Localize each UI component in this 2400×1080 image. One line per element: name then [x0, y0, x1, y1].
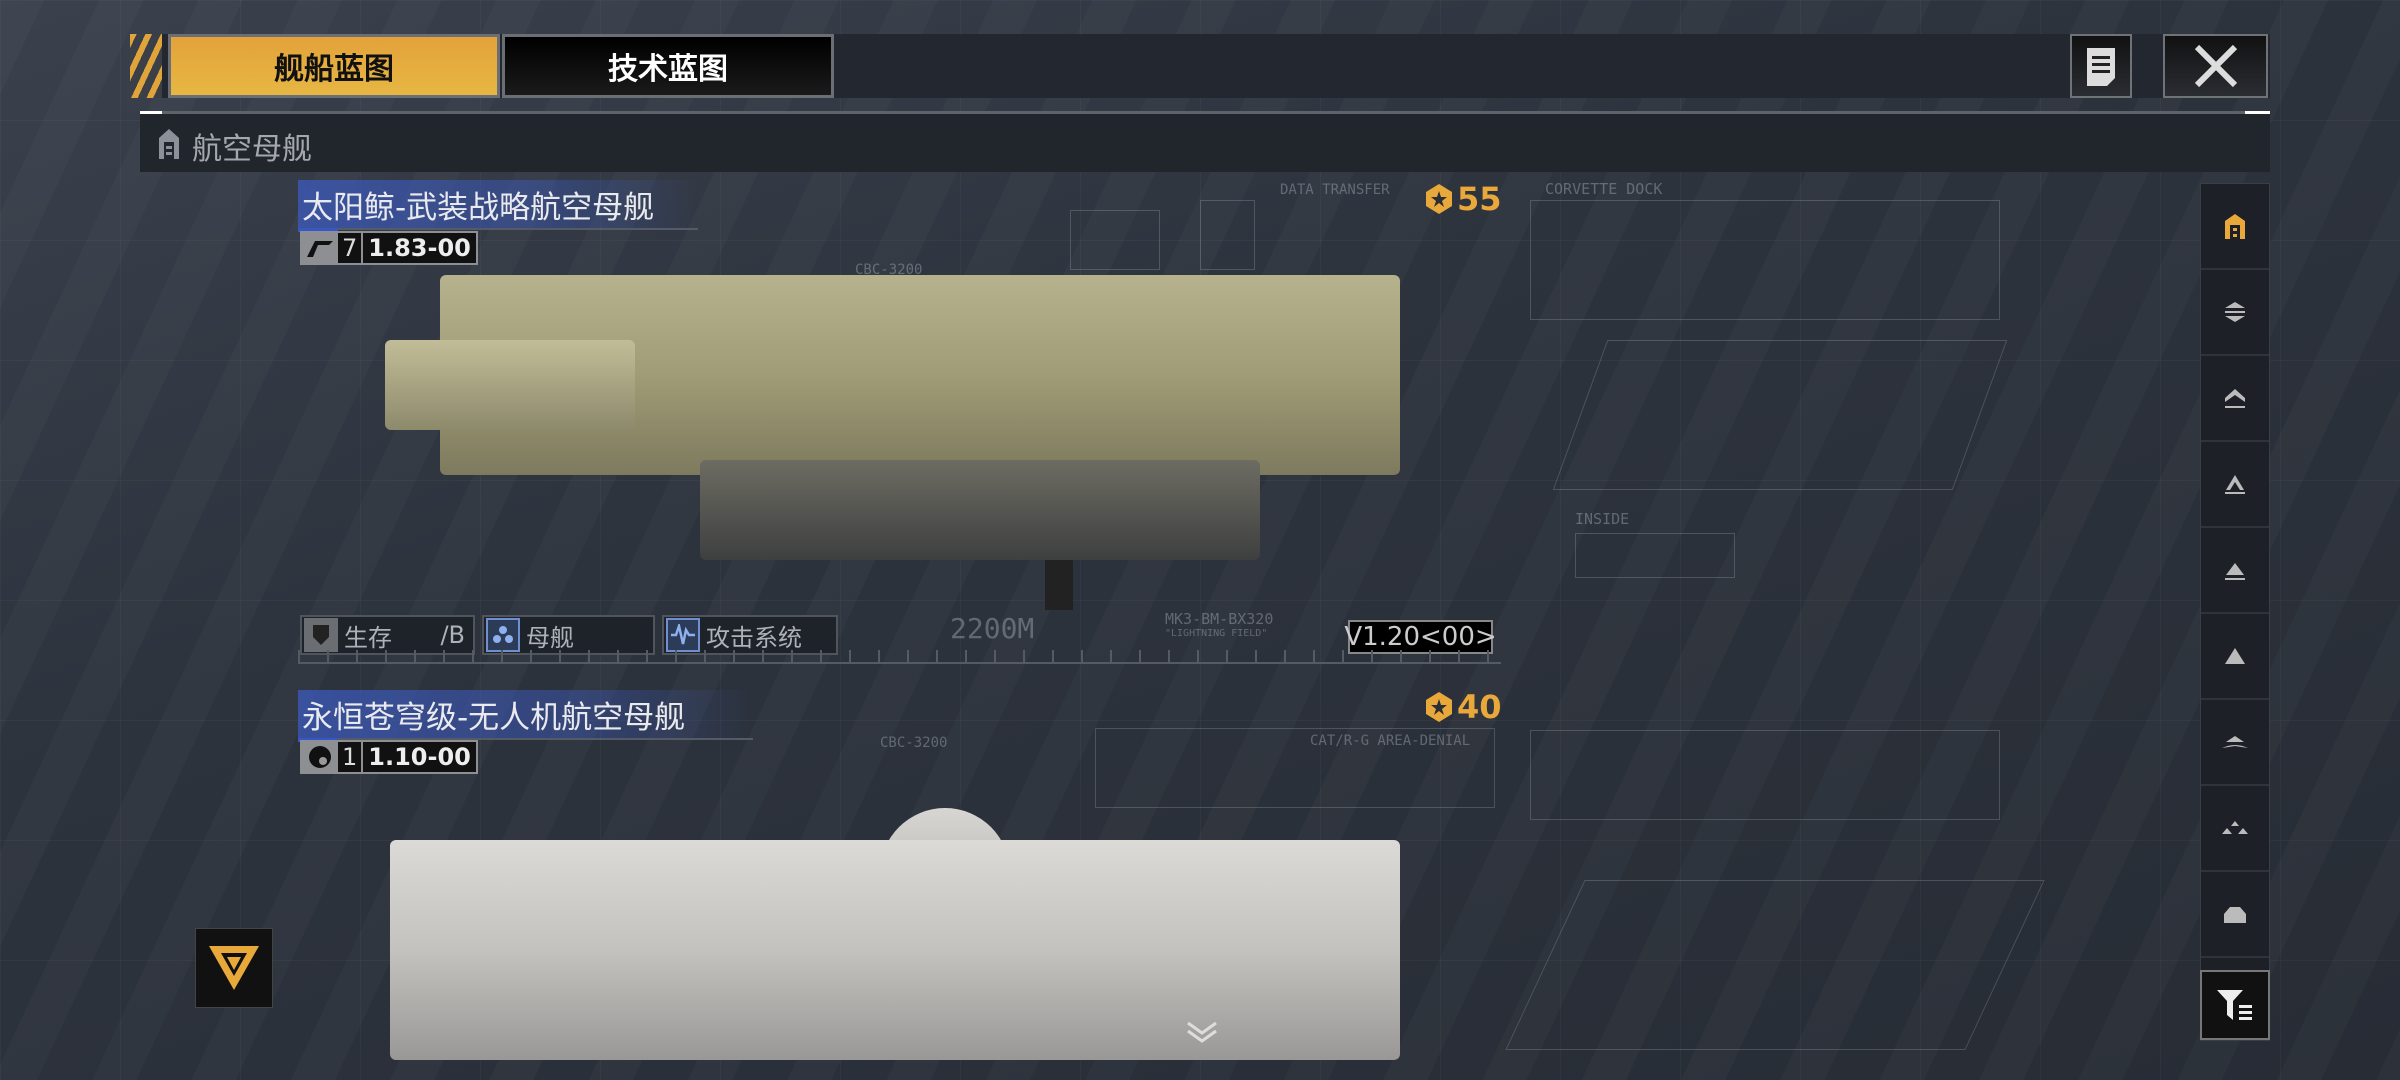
- filter-button[interactable]: [2200, 970, 2270, 1040]
- ship-length: 2200M: [950, 612, 1035, 645]
- sidebar-item-fighter[interactable]: [2201, 786, 2269, 872]
- blueprint-version: V1.20<00>: [1344, 620, 1497, 654]
- document-icon: [2087, 48, 2115, 86]
- filter-icon: [2217, 990, 2252, 1020]
- fighter-icon: [2222, 821, 2248, 834]
- tag-grade: /B: [440, 621, 465, 649]
- ship-name: 太阳鲸-武装战略航空母舰: [298, 180, 698, 229]
- sidebar-item-utility[interactable]: [2201, 872, 2269, 958]
- frigate-icon: [2225, 563, 2245, 580]
- ship-level-badge: 7 1.83-00: [300, 231, 478, 265]
- score-value: 55: [1457, 180, 1502, 218]
- ship-level: 7: [338, 233, 362, 263]
- tag-survival: 生存 /B: [300, 615, 475, 655]
- callout-label: CBC-3200: [880, 735, 948, 751]
- waveform-icon: [666, 618, 700, 652]
- ship-image-part: [385, 340, 635, 430]
- blueprint-sketch: [1530, 730, 2000, 820]
- document-button[interactable]: [2070, 34, 2132, 98]
- ship-version: 1.83-00: [363, 233, 476, 263]
- scale-ruler: [298, 650, 1501, 664]
- close-button[interactable]: [2163, 34, 2268, 98]
- dome-icon: [2224, 907, 2246, 923]
- ship-card-1[interactable]: 太阳鲸-武装战略航空母舰: [298, 180, 698, 230]
- scroll-down-chevron[interactable]: [1185, 1020, 1219, 1048]
- blueprint-label: INSIDE: [1575, 510, 1630, 528]
- corvette-icon: [2225, 648, 2245, 664]
- carrier-icon: [2225, 214, 2245, 239]
- battleship-icon: [2225, 302, 2245, 322]
- title-underline: [298, 738, 753, 740]
- rank-icon: [302, 742, 338, 772]
- blueprint-sketch: [1530, 200, 2000, 320]
- blueprint-sketch: [1552, 340, 2008, 490]
- weapon-sublabel: "LIGHTNING FIELD": [1165, 628, 1268, 639]
- weapon-label: MK3-BM-BX320: [1165, 610, 1274, 628]
- sidebar-item-carrier[interactable]: [2201, 184, 2269, 270]
- ship-class-sidebar: [2200, 183, 2270, 1041]
- blueprint-sketch: [1575, 533, 1735, 578]
- divider-accent: [140, 111, 162, 114]
- star-badge-icon: [1426, 184, 1452, 214]
- aircraft-icon: [2222, 736, 2248, 748]
- sidebar-item-corvette[interactable]: [2201, 614, 2269, 700]
- blueprint-sketch: [1095, 728, 1495, 808]
- category-header: 航空母舰: [140, 114, 2270, 172]
- expand-button[interactable]: [195, 928, 273, 1008]
- blueprint-label: DATA TRANSFER: [1280, 182, 1390, 198]
- tab-tech-blueprint[interactable]: 技术蓝图: [502, 34, 834, 98]
- sidebar-item-frigate[interactable]: [2201, 528, 2269, 614]
- sidebar-item-battleship[interactable]: [2201, 270, 2269, 356]
- ship-name: 永恒苍穹级-无人机航空母舰: [298, 690, 753, 739]
- sidebar-item-destroyer[interactable]: [2201, 442, 2269, 528]
- ship-level: 1: [338, 742, 362, 772]
- star-badge-icon: [1426, 692, 1452, 722]
- ship-card-2[interactable]: 永恒苍穹级-无人机航空母舰: [298, 690, 753, 740]
- cruiser-icon: [2225, 389, 2245, 408]
- title-underline: [298, 228, 698, 230]
- tag-label: 母舰: [526, 623, 574, 652]
- chevron-down-icon: [1187, 1021, 1217, 1043]
- tag-label: 生存: [344, 623, 392, 652]
- destroyer-icon: [2225, 475, 2245, 494]
- carrier-category-icon: [159, 129, 179, 159]
- ship-version: 1.10-00: [363, 742, 476, 772]
- sidebar-item-aircraft[interactable]: [2201, 700, 2269, 786]
- mothership-icon: [486, 618, 520, 652]
- divider-accent: [2245, 111, 2270, 114]
- divider: [140, 111, 2270, 114]
- sidebar-item-cruiser[interactable]: [2201, 356, 2269, 442]
- score-value: 40: [1457, 688, 1502, 726]
- top-bar-accent: [130, 34, 162, 98]
- rank-icon: [302, 233, 338, 263]
- tag-attack-system: 攻击系统: [662, 615, 838, 655]
- ship-image-part: [700, 460, 1260, 560]
- ship-image-eternal-sky[interactable]: [390, 840, 1400, 1060]
- close-icon: [2194, 44, 2237, 88]
- blueprint-sketch: [1070, 210, 1160, 270]
- category-label: 航空母舰: [192, 132, 312, 167]
- tag-label: 攻击系统: [706, 623, 802, 652]
- ship-score: 40: [1425, 688, 1502, 726]
- triangle-down-icon: [209, 946, 259, 990]
- blueprint-sketch: [1200, 200, 1255, 270]
- ship-score: 55: [1425, 180, 1502, 218]
- blueprint-label: CAT/R-G AREA-DENIAL: [1310, 733, 1471, 749]
- blueprint-label: CORVETTE DOCK: [1545, 180, 1663, 198]
- callout-label: CBC-3200: [855, 262, 923, 278]
- ship-image-part: [1045, 560, 1073, 610]
- tag-mothership: 母舰: [482, 615, 655, 655]
- ship-level-badge: 1 1.10-00: [300, 740, 478, 774]
- shield-icon: [304, 618, 338, 652]
- tab-ship-blueprint[interactable]: 舰船蓝图: [168, 34, 500, 98]
- blueprint-sketch: [1505, 880, 2045, 1050]
